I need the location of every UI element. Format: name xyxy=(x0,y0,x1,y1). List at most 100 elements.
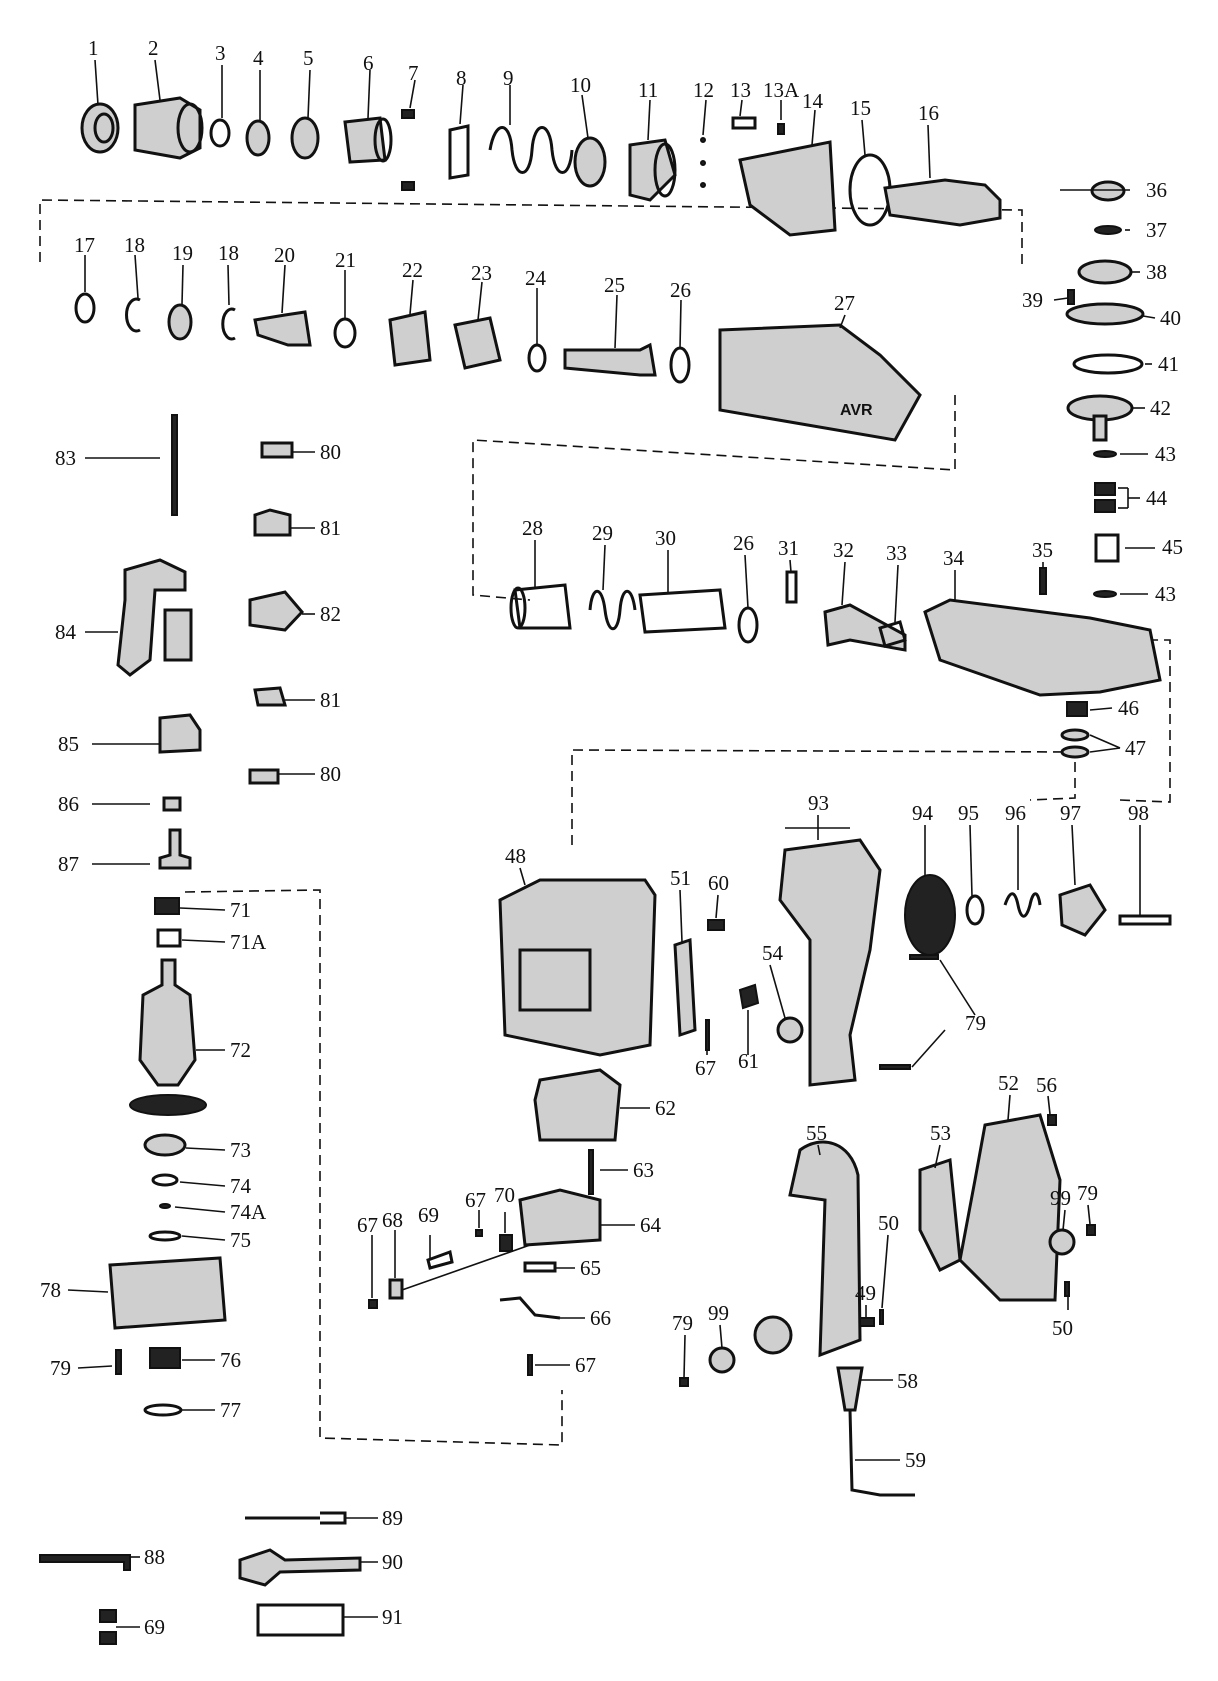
part-32-con-rod xyxy=(823,603,907,652)
label-83: 83 xyxy=(55,446,76,470)
label-24: 24 xyxy=(525,266,547,290)
part-98-bolt xyxy=(1118,914,1172,926)
label-66: 66 xyxy=(590,1306,611,1330)
part-47-washer-b xyxy=(1060,745,1090,759)
part-67-screw-a xyxy=(705,1019,710,1051)
label-11: 11 xyxy=(638,78,658,102)
label-95: 95 xyxy=(958,801,979,825)
label-6: 6 xyxy=(363,51,374,75)
part-13-screw xyxy=(731,116,757,130)
label-72: 72 xyxy=(230,1038,251,1062)
label-87: 87 xyxy=(58,852,79,876)
part-95-ring xyxy=(965,894,985,926)
label-20: 20 xyxy=(274,243,295,267)
part-54-knob xyxy=(776,1016,804,1044)
part-61-block xyxy=(738,983,760,1010)
part-44-bearing-a xyxy=(1094,482,1116,496)
label-67a: 67 xyxy=(695,1056,716,1080)
label-53: 53 xyxy=(930,1121,951,1145)
part-22-holder xyxy=(388,310,432,367)
part-94-boot xyxy=(904,874,956,956)
label-43a: 43 xyxy=(1155,442,1176,466)
label-99a: 99 xyxy=(1050,1186,1071,1210)
label-18a: 18 xyxy=(124,233,145,257)
part-80-pad-b xyxy=(248,768,280,785)
part-33-pin xyxy=(878,620,907,648)
part-79-screw-d xyxy=(679,1377,689,1387)
label-58: 58 xyxy=(897,1369,918,1393)
part-76-bearing xyxy=(149,1347,181,1369)
label-74a: 74A xyxy=(230,1200,267,1224)
part-47-washer-a xyxy=(1060,728,1090,742)
part-81-clamp-b xyxy=(253,686,288,707)
leader-lines xyxy=(67,59,1156,1628)
handle-parts xyxy=(679,838,1172,1497)
label-30: 30 xyxy=(655,526,676,550)
label-74: 74 xyxy=(230,1174,252,1198)
part-56-screw xyxy=(1047,1114,1057,1126)
label-65: 65 xyxy=(580,1256,601,1280)
part-70-spring xyxy=(499,1234,513,1252)
part-10-gear xyxy=(573,136,607,188)
part-26-o-ring xyxy=(669,346,691,384)
part-65-clip xyxy=(523,1261,557,1273)
part-24-o-ring xyxy=(527,343,547,373)
part-87-shaft xyxy=(158,828,192,870)
label-88: 88 xyxy=(144,1545,165,1569)
label-56: 56 xyxy=(1036,1073,1057,1097)
part-82-band xyxy=(248,590,305,632)
part-30-cylinder xyxy=(638,588,727,634)
label-18b: 18 xyxy=(218,241,239,265)
label-67c: 67 xyxy=(465,1188,486,1212)
part-72-armature xyxy=(138,958,197,1087)
label-79b: 79 xyxy=(965,1011,986,1035)
label-41: 41 xyxy=(1158,352,1179,376)
part-4-washer xyxy=(245,119,271,157)
part-39-screw xyxy=(1067,289,1075,305)
part-79-screw-b2 xyxy=(879,1064,911,1070)
part-3-ring xyxy=(209,118,231,148)
label-68: 68 xyxy=(382,1208,403,1232)
part-46-bearing xyxy=(1066,701,1088,717)
center-parts xyxy=(368,878,804,1376)
label-81b: 81 xyxy=(320,688,341,712)
part-67-screw-c xyxy=(475,1229,483,1237)
label-79d: 79 xyxy=(672,1311,693,1335)
part-29-spring xyxy=(588,589,637,631)
part-34-crank-housing xyxy=(923,598,1162,697)
part-67-screw-b xyxy=(368,1299,378,1309)
label-17: 17 xyxy=(74,233,95,257)
part-67-screw-d xyxy=(527,1354,533,1376)
label-25: 25 xyxy=(604,273,625,297)
label-13a: 13A xyxy=(763,78,800,102)
part-51-plate xyxy=(673,937,697,1038)
label-33: 33 xyxy=(886,541,907,565)
part-38-bearing xyxy=(1077,259,1133,285)
label-26b: 26 xyxy=(733,531,754,555)
part-79-screw-a xyxy=(115,1349,122,1375)
label-28: 28 xyxy=(522,516,543,540)
label-75: 75 xyxy=(230,1228,251,1252)
part-66-wire xyxy=(499,1296,561,1320)
label-90: 90 xyxy=(382,1550,403,1574)
part-84-side-handle xyxy=(116,558,187,677)
part-78-cover xyxy=(108,1256,227,1330)
part-73-bearing xyxy=(143,1133,187,1157)
label-1: 1 xyxy=(88,36,99,60)
part-79-screw-c xyxy=(1086,1224,1096,1236)
label-7: 7 xyxy=(408,61,419,85)
part-2-sleeve xyxy=(133,96,202,160)
label-67b: 67 xyxy=(357,1213,378,1237)
label-26a: 26 xyxy=(670,278,691,302)
label-40: 40 xyxy=(1160,306,1181,330)
label-22: 22 xyxy=(402,258,423,282)
part-36-cap xyxy=(1090,180,1126,202)
label-32: 32 xyxy=(833,538,854,562)
label-4: 4 xyxy=(253,46,264,70)
label-46: 46 xyxy=(1118,696,1139,720)
label-19: 19 xyxy=(172,241,193,265)
part-81-clamp-a xyxy=(253,508,292,537)
part-85-knob xyxy=(158,713,202,754)
part-18-circlip xyxy=(125,297,141,333)
